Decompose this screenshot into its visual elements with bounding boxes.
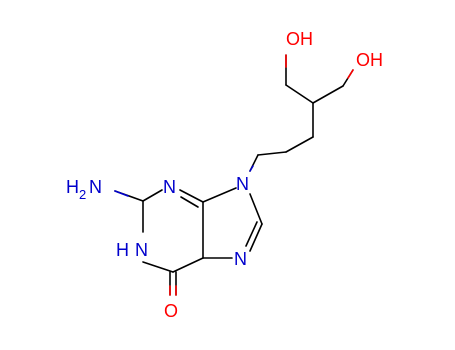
bond-n3-c2: [142, 189, 163, 202]
bond-n1-c6: [142, 261, 174, 273]
atom-n1-h: H: [116, 240, 129, 260]
bond-nh2-colored: [114, 190, 129, 197]
atom-nh2-h: H: [66, 177, 79, 197]
bond-c4-n3: [179, 189, 204, 203]
bond-n9-c8: [249, 193, 263, 225]
atom-n3: N: [163, 177, 176, 197]
atom-oh-right: OH: [356, 50, 383, 70]
bond-c4-n3-inner: [180, 196, 199, 208]
bond-chain-low: [257, 151, 287, 156]
bond-c6-c5: [172, 257, 204, 273]
atom-nh2-sub: 2: [79, 187, 86, 202]
bond-chain-mid: [285, 136, 314, 153]
bond-c8-n7-double: [245, 221, 258, 247]
bond-ch-right: [312, 85, 344, 104]
bond-c8-n7: [249, 223, 263, 252]
bond-n9-top-colored: [249, 165, 254, 172]
bond-c4-n9: [202, 187, 237, 203]
bond-ch2-left: [285, 84, 314, 104]
atom-n1-letter: N: [135, 240, 148, 260]
atom-n9: N: [236, 174, 249, 194]
atom-nh2-n: N: [89, 177, 102, 197]
atom-oh-left: OH: [286, 29, 313, 49]
bond-oh-right-colored: [347, 69, 354, 79]
atom-o6: O: [164, 301, 178, 321]
atom-n7: N: [234, 249, 247, 269]
